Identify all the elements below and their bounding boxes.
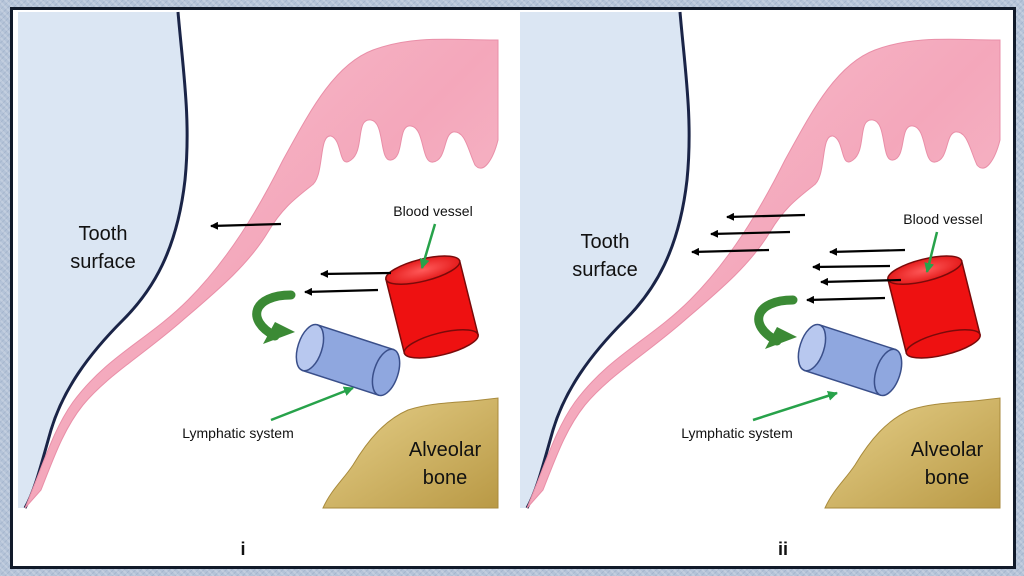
flow-arrow (806, 295, 886, 304)
lymphatic-pointer (270, 386, 354, 422)
alveolar-bone-label-line1: Alveolar (911, 439, 984, 461)
lymphatic-vessel (797, 323, 903, 397)
flow-arrow (691, 247, 770, 256)
flow-arrow (210, 221, 282, 230)
panel-divider (503, 12, 515, 510)
lymphatic-system-label: Lymphatic system (681, 425, 793, 441)
blood-vessel-pointer (924, 231, 939, 273)
blood-vessel (385, 255, 479, 359)
lymphatic-system-label: Lymphatic system (182, 425, 294, 441)
gingiva-shape (24, 38, 499, 509)
flow-arrow (320, 269, 392, 278)
flow-arrow (304, 287, 379, 296)
panel-ii: Tooth surface Blood vessel Lymphatic sys… (520, 11, 1005, 559)
diagram-canvas: Tooth surface Blood vessel Lymphatic sys… (18, 11, 1005, 559)
lymphatic-pointer (752, 390, 838, 422)
blood-vessel-label: Blood vessel (393, 203, 472, 219)
flow-arrow (829, 247, 906, 256)
alveolar-bone-label-line2: bone (423, 467, 468, 489)
tooth-surface-label-line1: Tooth (79, 223, 128, 245)
tooth-shape (18, 12, 188, 508)
panel-label: ii (778, 539, 788, 559)
curved-flow-arrow-head (765, 327, 797, 349)
lymphatic-vessel (295, 323, 401, 397)
panel-i: Tooth surface Blood vessel Lymphatic sys… (18, 11, 503, 559)
curved-flow-arrow (754, 295, 798, 346)
curved-flow-arrow-head (263, 322, 295, 344)
tooth-outline (525, 11, 691, 509)
flow-arrow (710, 229, 791, 238)
blood-vessel-pointer (419, 223, 437, 269)
tooth-outline (23, 11, 189, 509)
flow-arrow (726, 212, 806, 221)
alveolar-bone-label-line1: Alveolar (409, 439, 482, 461)
flow-arrow (812, 262, 891, 271)
alveolar-bone-shape (824, 397, 1001, 509)
diagram-frame: Tooth surface Blood vessel Lymphatic sys… (10, 7, 1016, 569)
tooth-surface-label-line1: Tooth (581, 231, 630, 253)
alveolar-bone-label-line2: bone (925, 467, 970, 489)
alveolar-bone-shape (322, 397, 499, 509)
panel-label: i (240, 539, 245, 559)
tooth-surface-label-line2: surface (70, 251, 136, 273)
tooth-shape (520, 12, 690, 508)
curved-flow-arrow (252, 290, 296, 341)
flow-arrow (820, 277, 902, 286)
tooth-surface-label-line2: surface (572, 259, 638, 281)
blood-vessel-label: Blood vessel (903, 211, 982, 227)
gingiva-shape (526, 38, 1001, 509)
